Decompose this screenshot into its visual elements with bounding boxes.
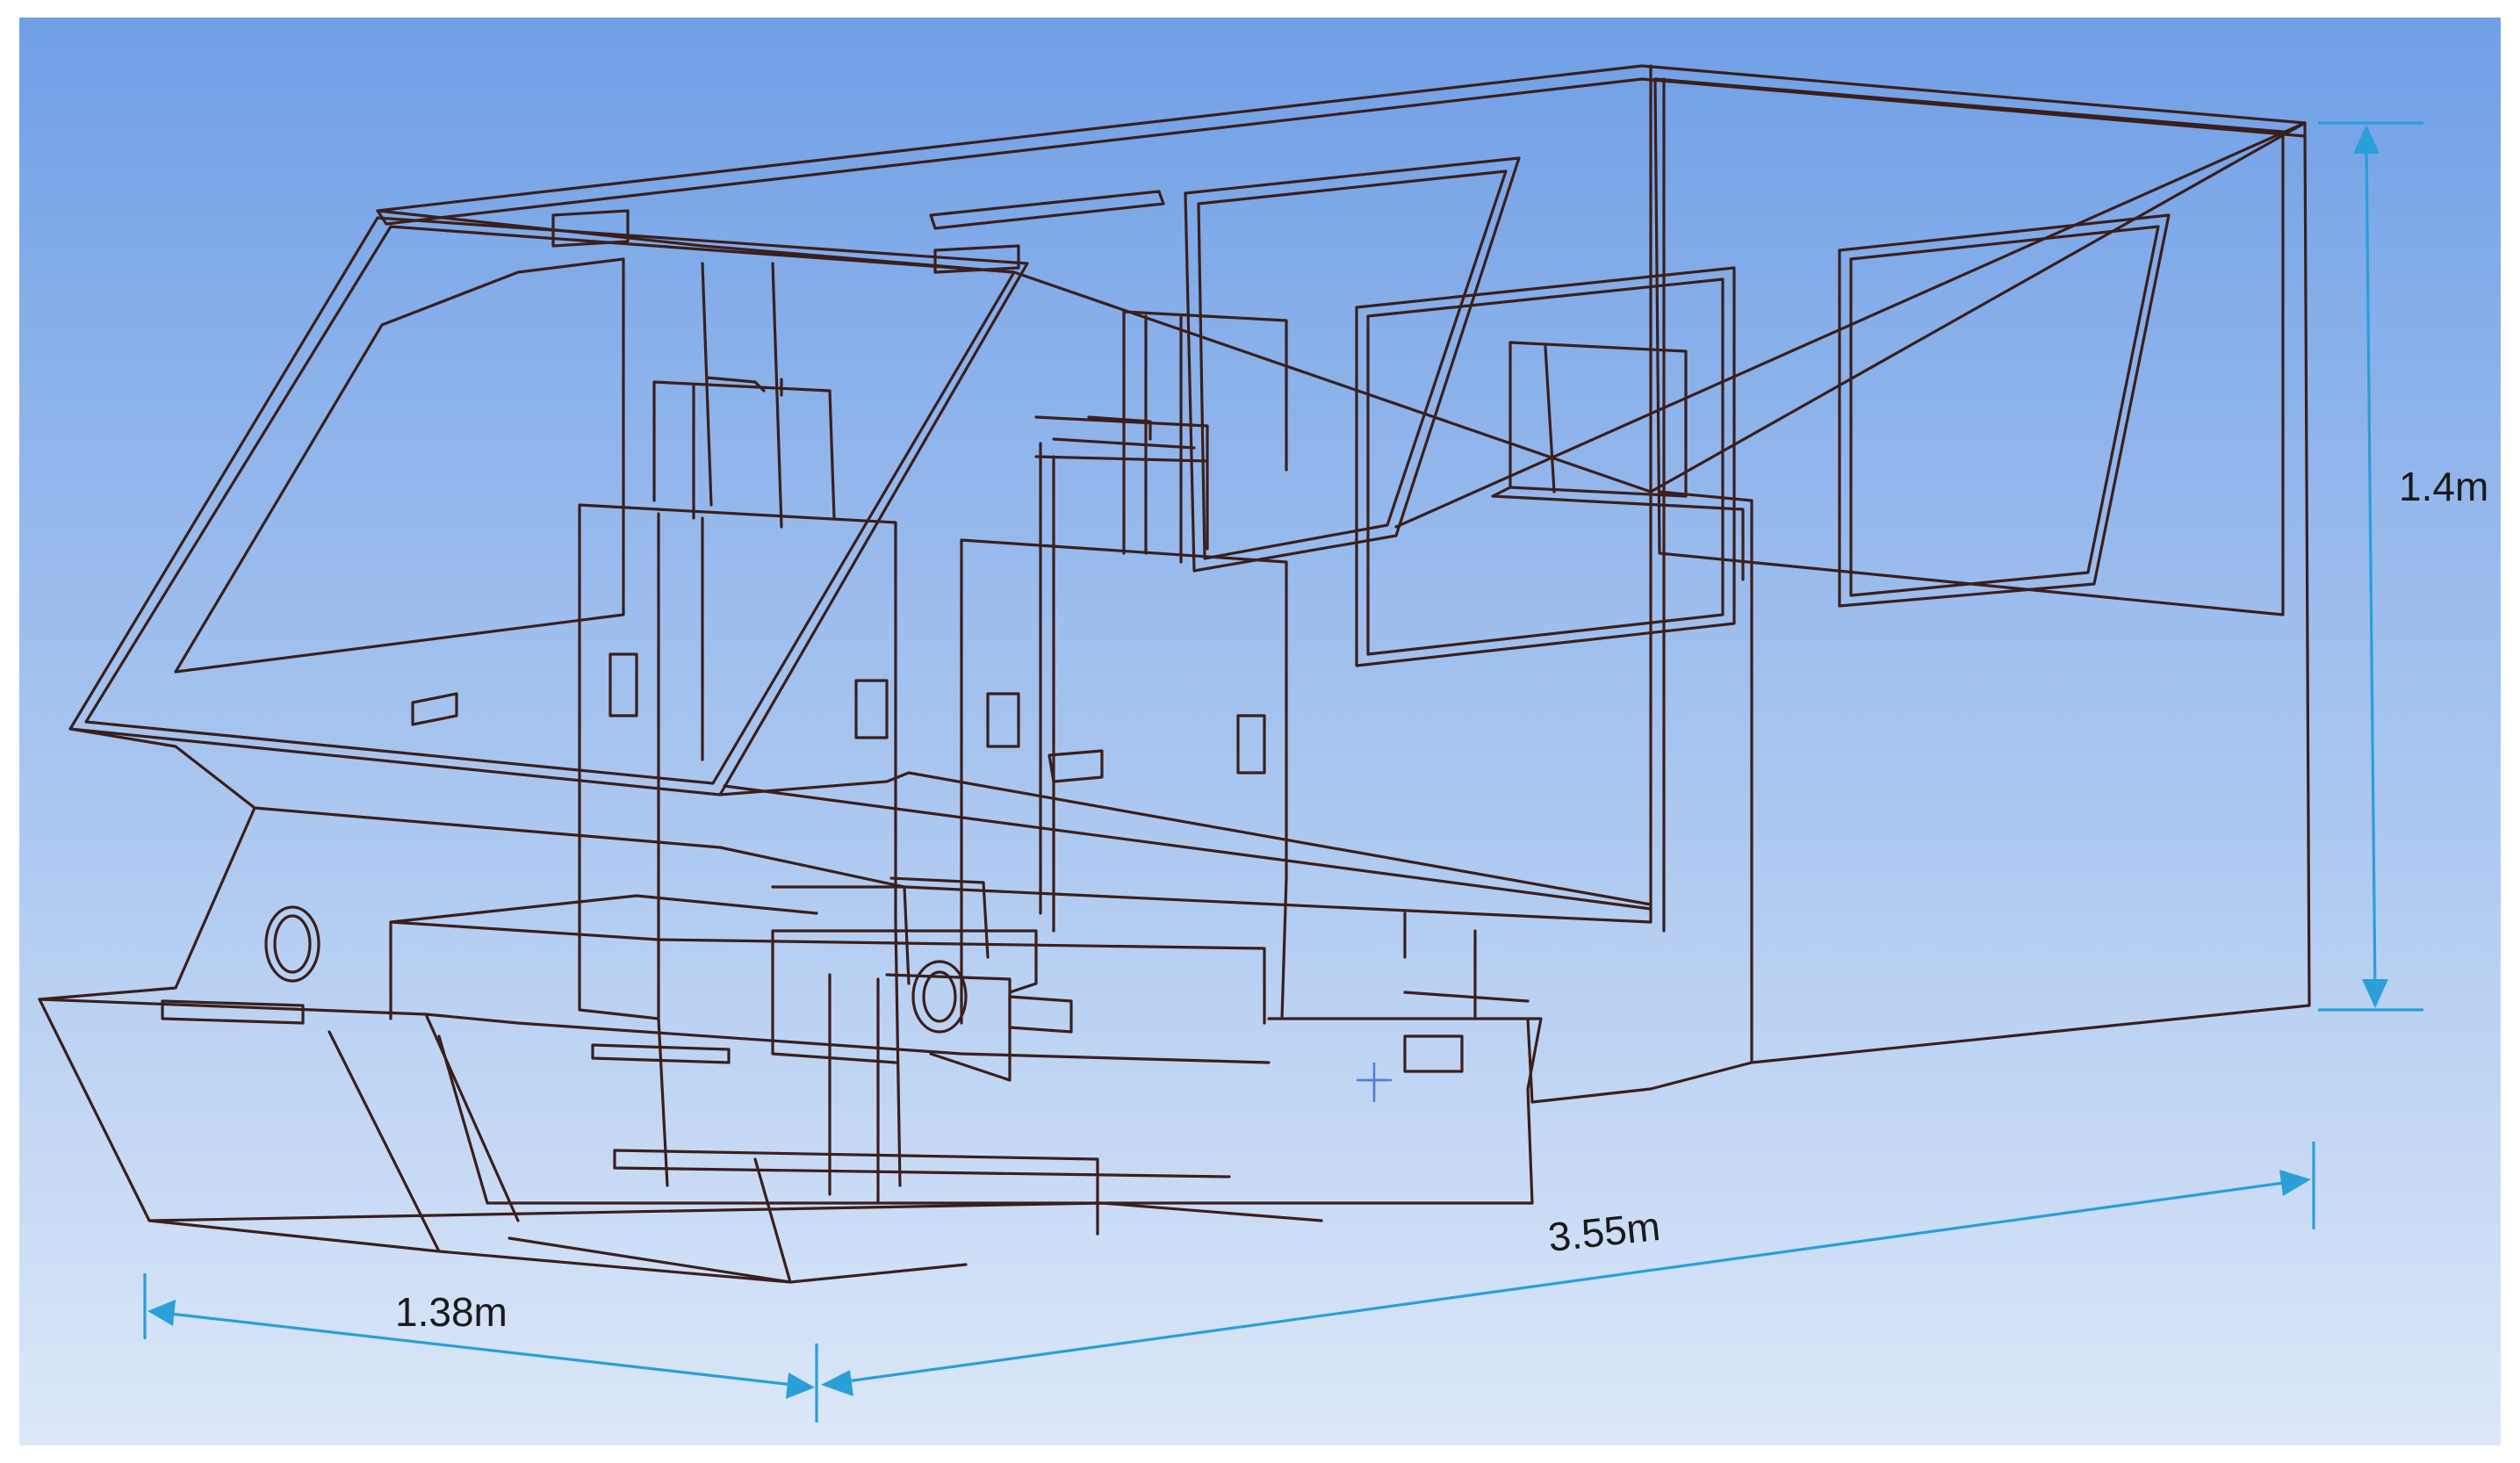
pedal-round-inner <box>273 914 312 974</box>
cursor-crosshair-icon <box>1357 1063 1392 1102</box>
dimension-height <box>2318 121 2423 1012</box>
width-label: 1.38m <box>395 1289 508 1335</box>
seat-right <box>960 310 1288 1025</box>
console-box <box>1491 341 1745 581</box>
dimension-length <box>821 1142 2315 1396</box>
height-label: 1.4m <box>2399 464 2488 509</box>
cab-wireframe <box>38 64 2311 1284</box>
viewport-background <box>19 18 2501 1445</box>
storage-box <box>389 894 1753 1104</box>
dimension-width <box>143 1273 818 1423</box>
handles <box>161 190 1464 1073</box>
gear-knob-inner <box>922 970 957 1023</box>
door-window-upper <box>1184 156 1521 573</box>
seat-left <box>578 262 902 1187</box>
steering-column <box>771 876 1038 1205</box>
lower-deck <box>437 1017 1543 1236</box>
side-body <box>723 121 2307 1003</box>
rear-window <box>1838 213 2171 608</box>
pedal-round <box>264 905 320 983</box>
dashboard <box>38 727 1652 1001</box>
gear-knob <box>911 960 968 1034</box>
windshield-inner <box>174 257 625 674</box>
